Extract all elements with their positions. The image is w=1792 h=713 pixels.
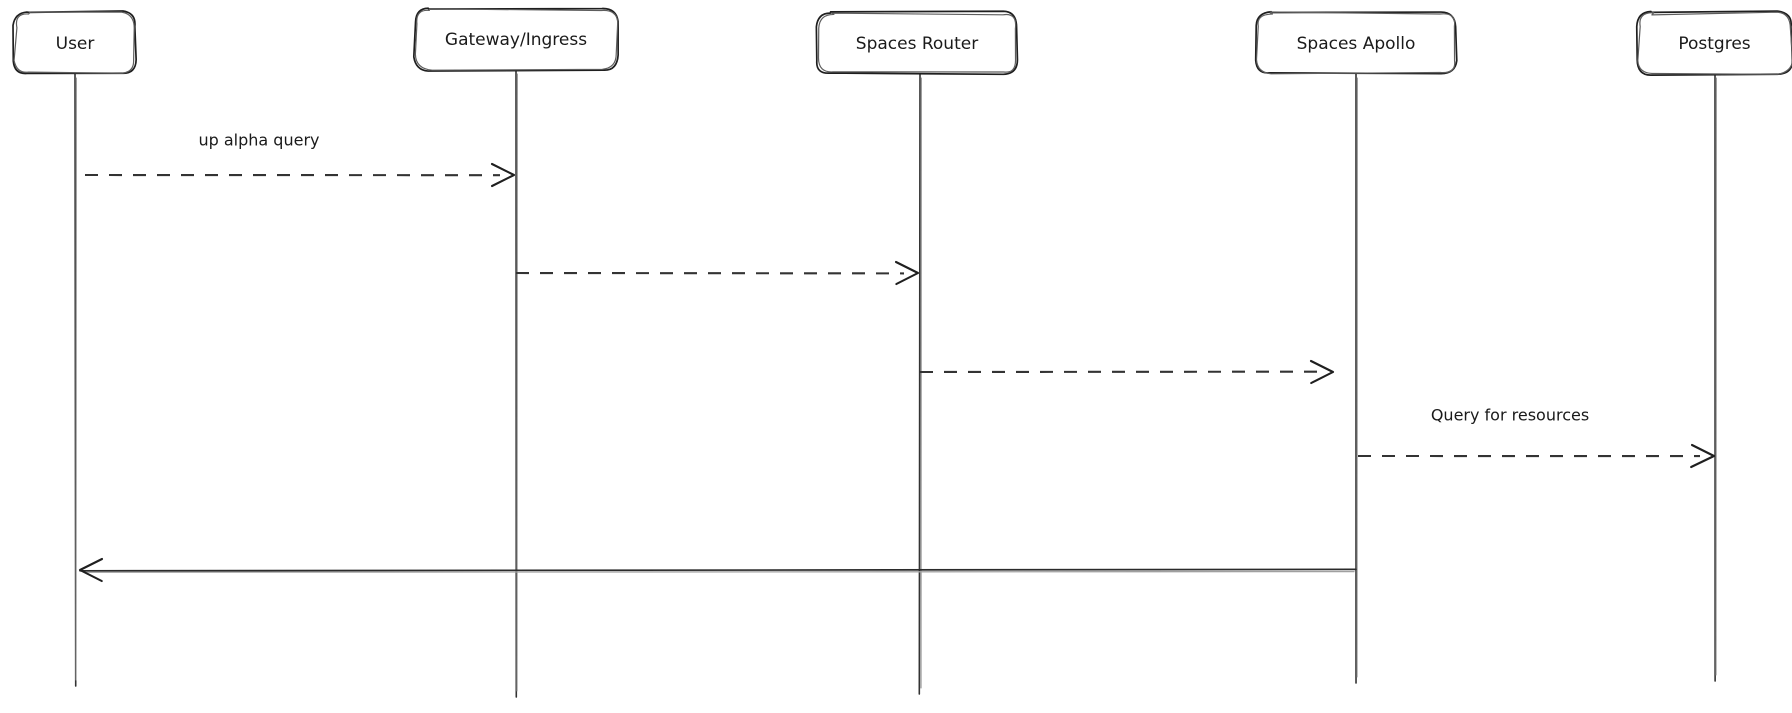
lifeline-postgres xyxy=(1714,73,1717,682)
message-m3[interactable] xyxy=(919,359,1335,385)
participant-box-router[interactable]: Spaces Router xyxy=(815,10,1019,76)
participant-label-apollo: Spaces Apollo xyxy=(1297,34,1416,54)
message-m1[interactable]: up alpha query xyxy=(84,131,516,188)
participant-box-apollo[interactable]: Spaces Apollo xyxy=(1254,10,1458,75)
lifelines-layer xyxy=(74,69,1717,698)
lifeline-router xyxy=(918,73,922,695)
participant-label-user: User xyxy=(56,34,95,54)
lifeline-user xyxy=(74,73,77,687)
message-m4[interactable]: Query for resources xyxy=(1357,406,1716,469)
lifeline-gateway xyxy=(515,69,518,698)
lifeline-apollo xyxy=(1355,73,1358,684)
message-m5[interactable] xyxy=(78,557,1357,583)
participant-box-gateway[interactable]: Gateway/Ingress xyxy=(412,7,619,72)
participant-label-gateway: Gateway/Ingress xyxy=(445,30,587,50)
participant-box-postgres[interactable]: Postgres xyxy=(1635,10,1792,76)
message-label-m4: Query for resources xyxy=(1431,406,1589,425)
participant-label-postgres: Postgres xyxy=(1678,34,1750,54)
participant-box-user[interactable]: User xyxy=(12,10,137,75)
message-m2[interactable] xyxy=(515,260,920,286)
participant-boxes-layer: User Gateway/Ingress Spaces Router Spaces A… xyxy=(12,7,1792,76)
message-label-m1: up alpha query xyxy=(198,131,319,150)
participant-label-router: Spaces Router xyxy=(856,34,978,54)
